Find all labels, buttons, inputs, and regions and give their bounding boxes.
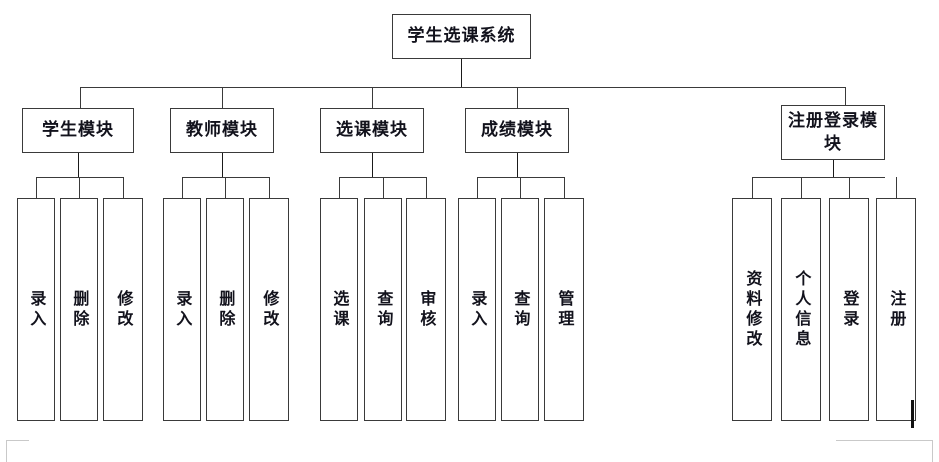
connector-module-drop-0	[80, 87, 81, 108]
module-node-label: 选课模块	[336, 120, 408, 141]
connector-module-drop-1	[222, 87, 223, 108]
module-node-label: 注册登录模块	[788, 110, 878, 154]
connector-leaf-drop-4	[225, 177, 226, 198]
leaf-node-label: 注册	[887, 289, 907, 330]
connector-leaf-drop-0	[36, 177, 37, 198]
connector-main-bus	[80, 87, 845, 88]
connector-leaf-drop-6	[339, 177, 340, 198]
module-node-0[interactable]: 学生模块	[22, 108, 134, 153]
leaf-node-label: 个人信息	[792, 269, 812, 350]
module-node-4[interactable]: 注册登录模块	[781, 105, 885, 160]
connector-leaf-bus-4	[752, 177, 885, 178]
connector-branch-stem-1	[222, 153, 223, 177]
leaf-node-15[interactable]: 注册	[876, 198, 916, 421]
connector-leaf-drop-9	[477, 177, 478, 198]
connector-leaf-drop-11	[564, 177, 565, 198]
connector-module-drop-3	[517, 87, 518, 108]
leaf-node-7[interactable]: 查询	[364, 198, 402, 421]
leaf-node-5[interactable]: 修改	[249, 198, 289, 421]
leaf-node-label: 选课	[330, 289, 350, 330]
leaf-node-label: 录入	[173, 289, 193, 330]
page-frame-mark-1	[836, 440, 933, 462]
leaf-node-6[interactable]: 选课	[320, 198, 358, 421]
leaf-node-10[interactable]: 查询	[501, 198, 539, 421]
connector-leaf-drop-7	[383, 177, 384, 198]
leaf-node-label: 查询	[511, 289, 531, 330]
connector-branch-stem-2	[372, 153, 373, 177]
leaf-node-label: 录入	[468, 289, 488, 330]
leaf-node-14[interactable]: 登录	[829, 198, 869, 421]
leaf-node-label: 修改	[260, 289, 280, 330]
module-node-1[interactable]: 教师模块	[170, 108, 274, 153]
module-node-3[interactable]: 成绩模块	[465, 108, 569, 153]
connector-module-drop-4	[845, 87, 846, 108]
leaf-node-label: 审核	[417, 289, 437, 330]
leaf-node-12[interactable]: 资料修改	[732, 198, 772, 421]
leaf-node-label: 删除	[70, 289, 90, 330]
connector-leaf-drop-5	[269, 177, 270, 198]
connector-branch-stem-3	[517, 153, 518, 177]
leaf-node-label: 管理	[555, 289, 575, 330]
connector-leaf-bus-2	[339, 177, 426, 178]
leaf-node-label: 删除	[216, 289, 236, 330]
leaf-node-4[interactable]: 删除	[206, 198, 244, 421]
connector-root-stem	[461, 59, 462, 87]
leaf-node-3[interactable]: 录入	[163, 198, 201, 421]
connector-leaf-drop-1	[79, 177, 80, 198]
connector-leaf-drop-10	[520, 177, 521, 198]
connector-leaf-drop-3	[182, 177, 183, 198]
connector-branch-stem-4	[833, 160, 834, 177]
leaf-node-label: 登录	[840, 289, 860, 330]
page-edge-tick	[911, 400, 914, 428]
connector-leaf-drop-15	[896, 177, 897, 198]
leaf-node-2[interactable]: 修改	[103, 198, 143, 421]
connector-module-drop-2	[372, 87, 373, 108]
leaf-node-label: 资料修改	[743, 269, 763, 350]
leaf-node-9[interactable]: 录入	[458, 198, 496, 421]
leaf-node-label: 录入	[27, 289, 47, 330]
connector-leaf-drop-12	[752, 177, 753, 198]
connector-leaf-drop-14	[849, 177, 850, 198]
leaf-node-label: 修改	[114, 289, 134, 330]
connector-leaf-drop-13	[801, 177, 802, 198]
leaf-node-label: 查询	[374, 289, 394, 330]
leaf-node-13[interactable]: 个人信息	[781, 198, 821, 421]
leaf-node-1[interactable]: 删除	[60, 198, 98, 421]
leaf-node-0[interactable]: 录入	[17, 198, 55, 421]
root-node-label: 学生选课系统	[407, 26, 516, 47]
module-node-label: 学生模块	[42, 120, 114, 141]
module-node-2[interactable]: 选课模块	[320, 108, 424, 153]
leaf-node-8[interactable]: 审核	[406, 198, 446, 421]
connector-leaf-drop-2	[123, 177, 124, 198]
page-frame-mark-0	[6, 440, 29, 462]
module-node-label: 教师模块	[186, 120, 258, 141]
leaf-node-11[interactable]: 管理	[544, 198, 584, 421]
connector-leaf-drop-8	[426, 177, 427, 198]
connector-branch-stem-0	[78, 153, 79, 177]
module-node-label: 成绩模块	[481, 120, 553, 141]
root-node-student-course-system[interactable]: 学生选课系统	[392, 14, 531, 59]
